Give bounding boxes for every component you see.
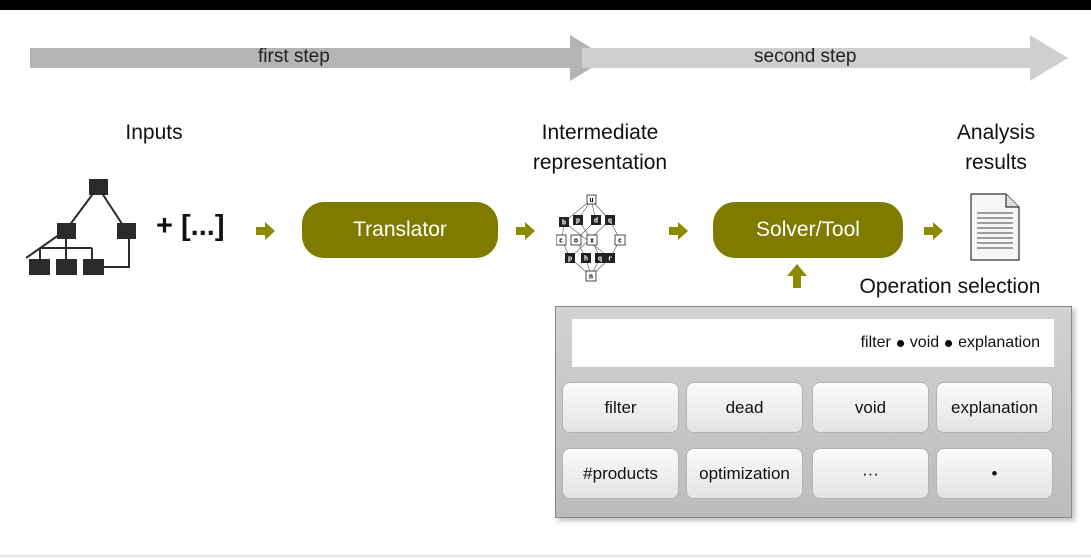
display-op-explanation: explanation <box>958 334 1040 351</box>
arrow-up-icon <box>787 264 807 288</box>
products-button[interactable]: #products <box>562 448 679 499</box>
intermediate-heading-line2: representation <box>532 151 668 174</box>
arrow-right-icon <box>924 222 943 240</box>
results-heading-line1: Analysis <box>956 121 1036 144</box>
lattice-letter: n <box>589 273 593 281</box>
bottom-divider <box>0 555 1091 557</box>
second-step-label: second step <box>754 46 857 67</box>
more-button[interactable]: ··· <box>812 448 929 499</box>
display-op-void: void <box>909 334 940 351</box>
lattice-letter: x <box>590 237 595 245</box>
solver-tool-box: Solver/Tool <box>713 202 903 258</box>
lattice-letter: h <box>584 255 588 263</box>
intermediate-heading: Intermediate representation <box>505 118 695 178</box>
lattice-letter: b <box>562 219 566 227</box>
operation-display: filter void explanation <box>572 319 1054 367</box>
document-icon <box>970 193 1020 261</box>
arrow-right-icon <box>256 222 275 240</box>
arrow-right-icon <box>516 222 535 240</box>
first-step-label: first step <box>258 46 330 67</box>
intermediate-heading-line1: Intermediate <box>541 121 659 144</box>
lattice-letter: p <box>568 255 572 263</box>
translator-box: Translator <box>302 202 498 258</box>
lattice-letter: o <box>574 237 578 245</box>
first-step-arrow <box>30 35 608 81</box>
explanation-button[interactable]: explanation <box>936 382 1053 433</box>
lattice-letter: c <box>618 237 622 245</box>
lattice-letter: c <box>559 237 563 245</box>
bullet-icon <box>945 339 953 347</box>
bullet-icon <box>896 339 904 347</box>
results-heading-line2: results <box>965 151 1027 174</box>
arrow-right-icon <box>669 222 688 240</box>
lattice-letter: r <box>608 255 612 263</box>
dead-button[interactable]: dead <box>686 382 803 433</box>
filter-button[interactable]: filter <box>562 382 679 433</box>
extra-inputs-label: + [...] <box>156 210 225 242</box>
operation-selection-heading: Operation selection <box>859 275 1041 298</box>
display-op-filter: filter <box>860 334 891 351</box>
lattice-letter: u <box>589 196 593 204</box>
bullet-button[interactable]: • <box>936 448 1053 499</box>
lattice-letter: d <box>594 217 598 225</box>
void-button[interactable]: void <box>812 382 929 433</box>
lattice-letter: q <box>598 255 602 263</box>
inputs-heading: Inputs <box>125 121 183 144</box>
lattice-diagram-image: u b p d q c o x c p h q r n <box>556 194 626 282</box>
feature-tree-icon <box>26 179 136 275</box>
lattice-letter: q <box>608 217 612 225</box>
lattice-letter: p <box>576 217 580 225</box>
second-step-arrow <box>582 35 1068 81</box>
results-heading: Analysis results <box>936 118 1056 178</box>
operation-selection-panel: filter void explanation filter dead void… <box>555 306 1072 518</box>
optimization-button[interactable]: optimization <box>686 448 803 499</box>
top-border <box>0 0 1091 10</box>
